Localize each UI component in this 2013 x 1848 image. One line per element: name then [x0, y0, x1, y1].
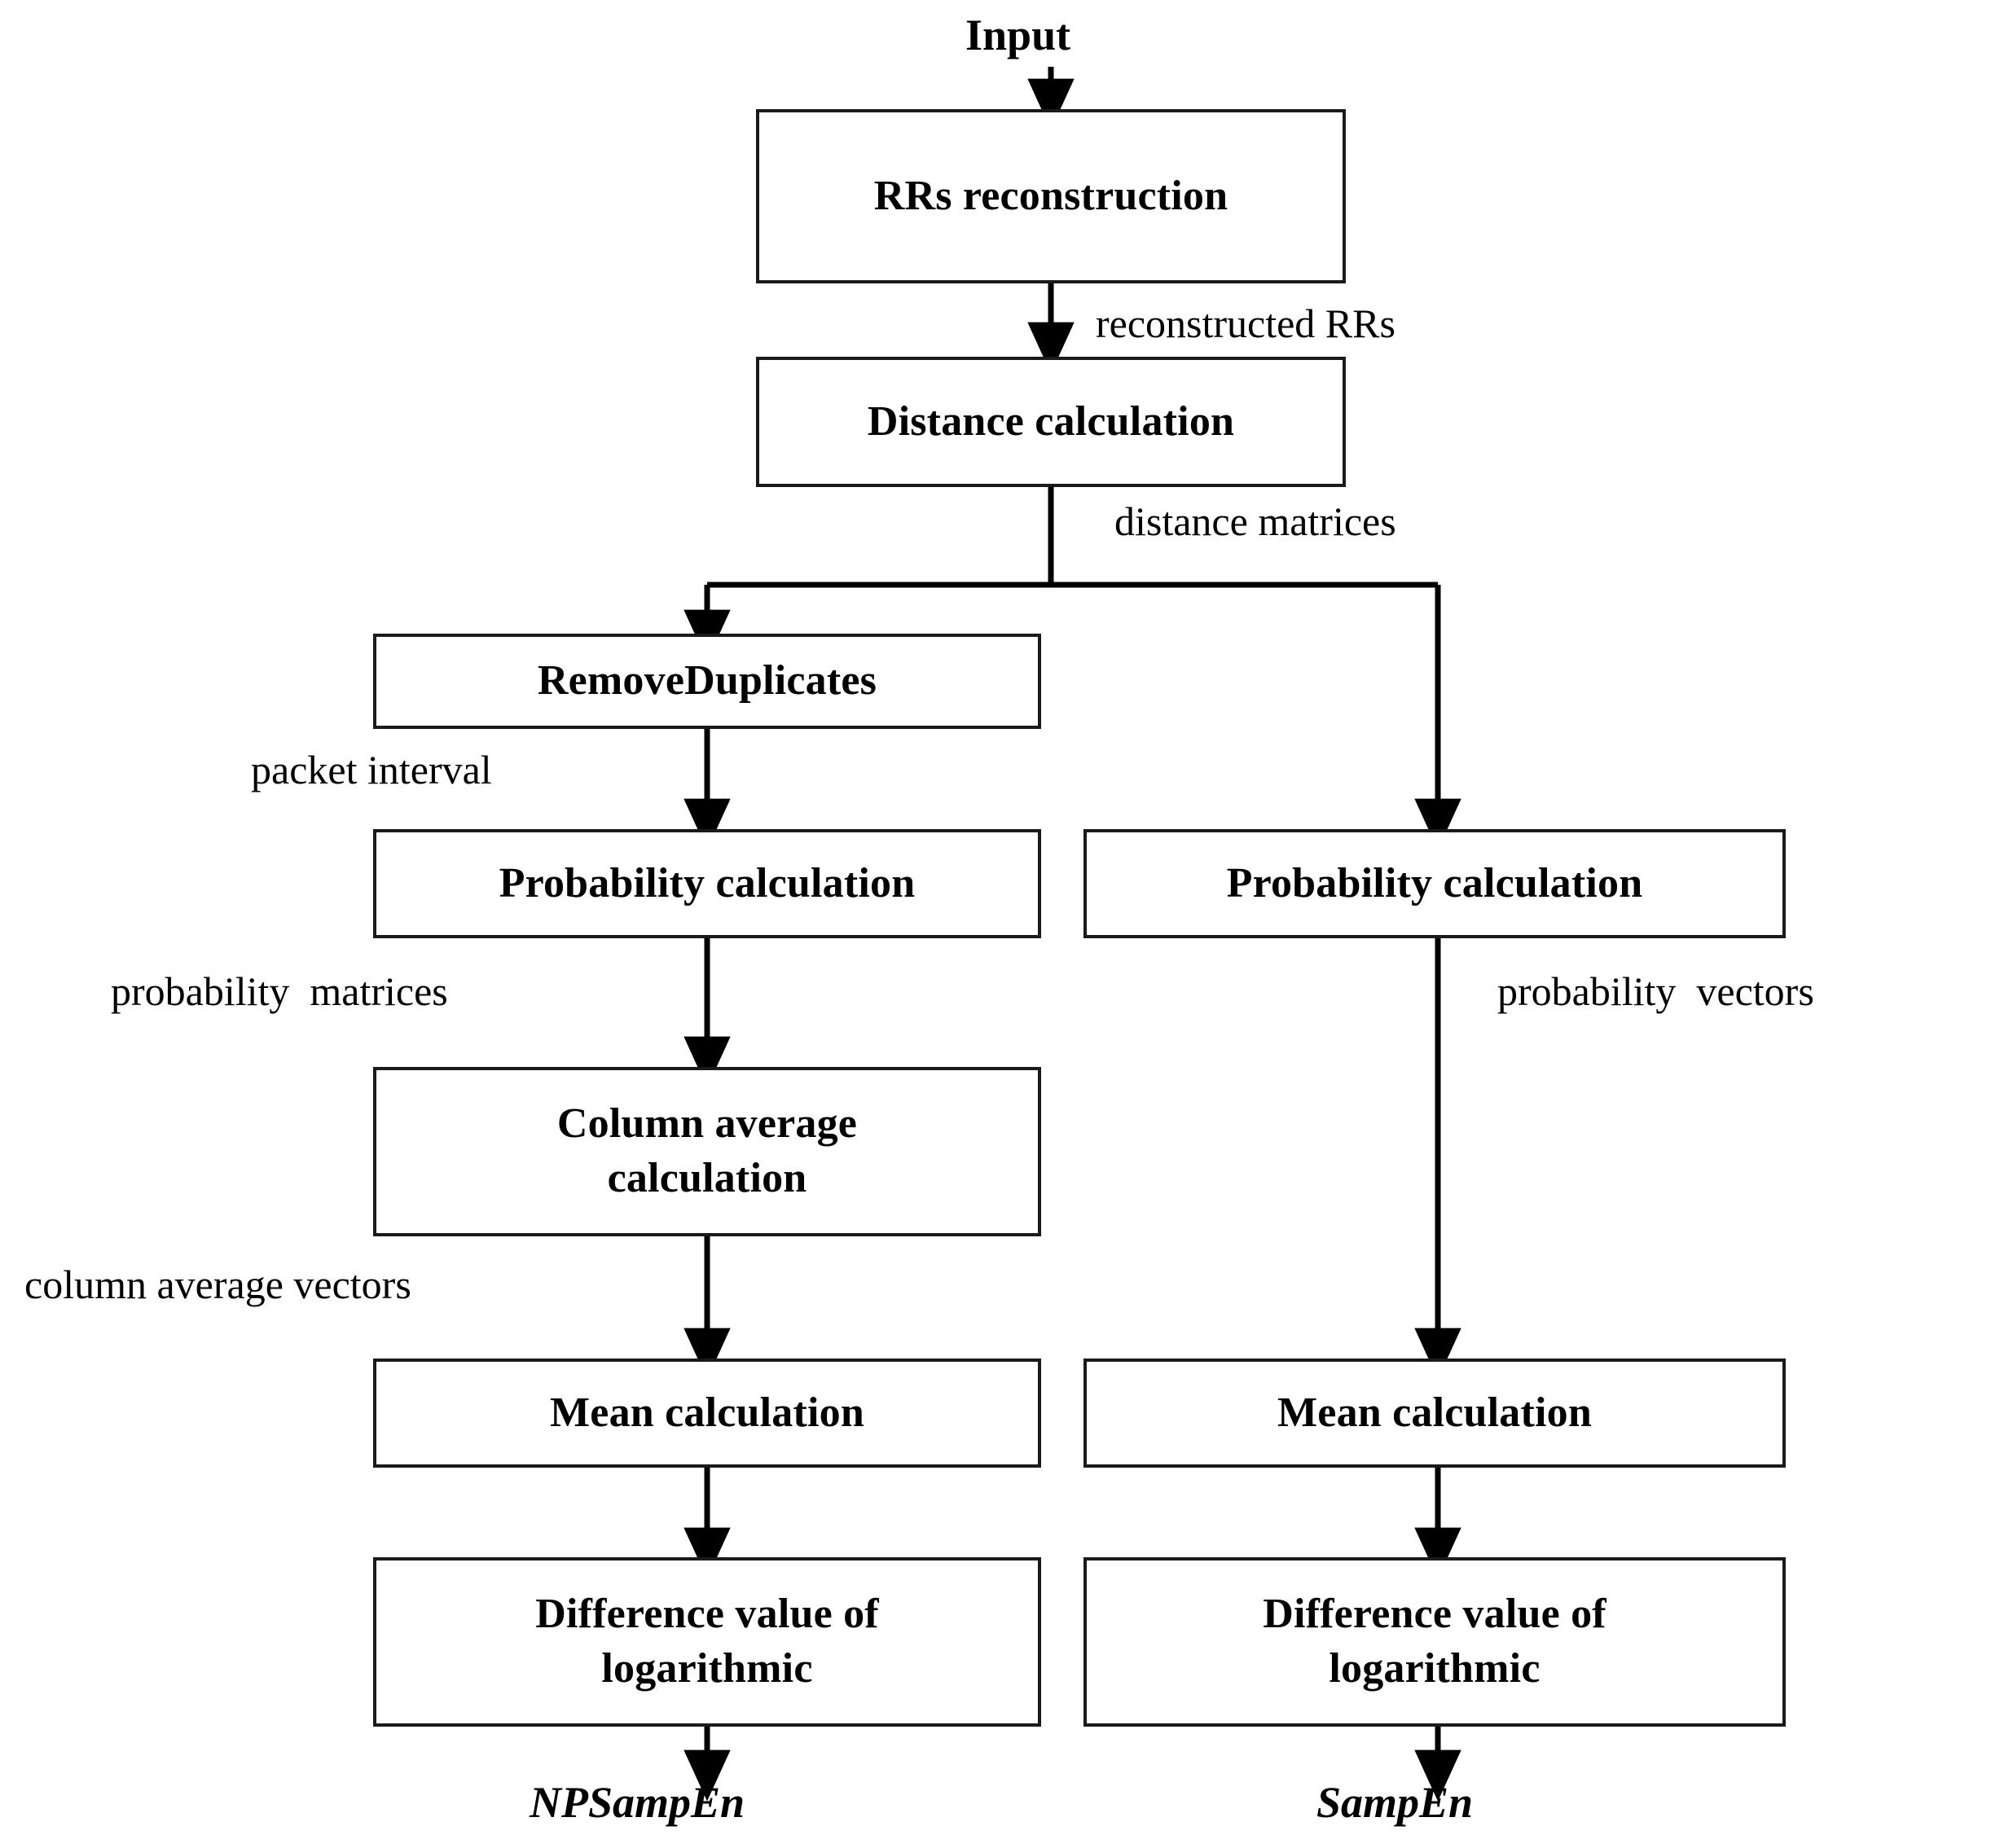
node-distance-calculation[interactable]: Distance calculation — [756, 357, 1346, 487]
node-probability-calculation-left[interactable]: Probability calculation — [373, 829, 1041, 938]
terminal-output-npsampen: NPSampEn — [530, 1778, 745, 1827]
edge-label-probability-vectors: probability vectors — [1497, 968, 1814, 1014]
edge-label-column-average-vectors: column average vectors — [24, 1262, 411, 1307]
node-difference-logarithmic-right[interactable]: Difference value of logarithmic — [1083, 1557, 1786, 1727]
node-remove-duplicates[interactable]: RemoveDuplicates — [373, 634, 1041, 729]
node-probability-calculation-right[interactable]: Probability calculation — [1083, 829, 1786, 938]
node-difference-logarithmic-left[interactable]: Difference value of logarithmic — [373, 1557, 1041, 1727]
edge-label-probability-matrices: probability matrices — [111, 968, 448, 1014]
node-rrs-reconstruction[interactable]: RRs reconstruction — [756, 109, 1346, 283]
node-column-average-calculation[interactable]: Column average calculation — [373, 1067, 1041, 1236]
terminal-input: Input — [965, 11, 1071, 59]
edge-label-distance-matrices: distance matrices — [1114, 498, 1396, 544]
edge-label-reconstructed-rrs: reconstructed RRs — [1096, 301, 1395, 346]
terminal-output-sampen: SampEn — [1316, 1778, 1474, 1827]
node-mean-calculation-right[interactable]: Mean calculation — [1083, 1359, 1786, 1468]
node-mean-calculation-left[interactable]: Mean calculation — [373, 1359, 1041, 1468]
edge-label-packet-interval: packet interval — [251, 747, 492, 792]
